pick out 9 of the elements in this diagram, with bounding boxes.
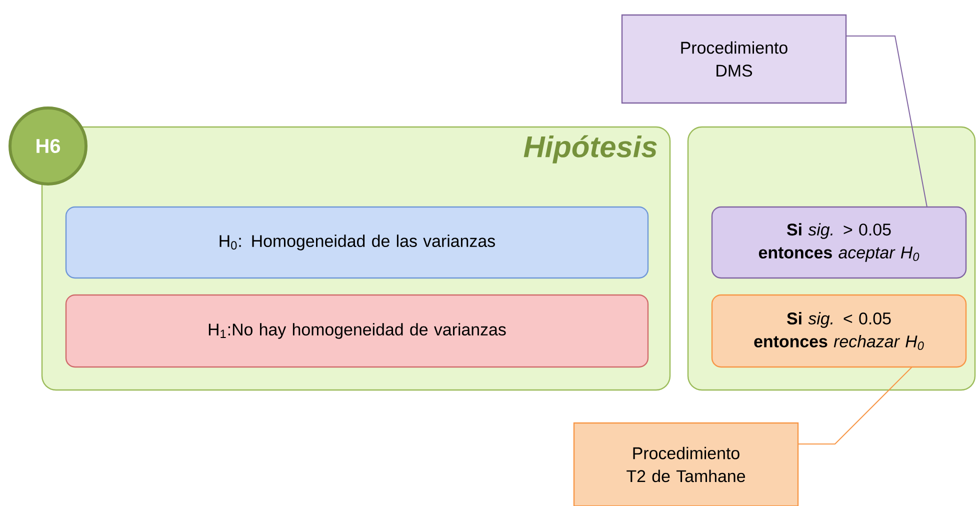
panel-heading: Hipótesis xyxy=(524,135,657,164)
hypothesis-box: H$_{0}$: Homogeneidad de las varianzas xyxy=(65,206,649,279)
decision-box: Si sig. > 0.05 entonces aceptar H$_{0}$ xyxy=(711,206,967,279)
decision-box: Si sig. < 0.05 entonces rechazar H$_{0}$ xyxy=(711,294,967,368)
hypothesis-box: H$_{1}$:No hay homogeneidad de varianzas xyxy=(65,294,649,368)
leader-line xyxy=(846,36,928,208)
procedure-box: Procedimiento T2 de Tamhane xyxy=(573,422,799,506)
leader-line xyxy=(798,366,912,444)
procedure-box: Procedimiento DMS xyxy=(621,14,847,104)
